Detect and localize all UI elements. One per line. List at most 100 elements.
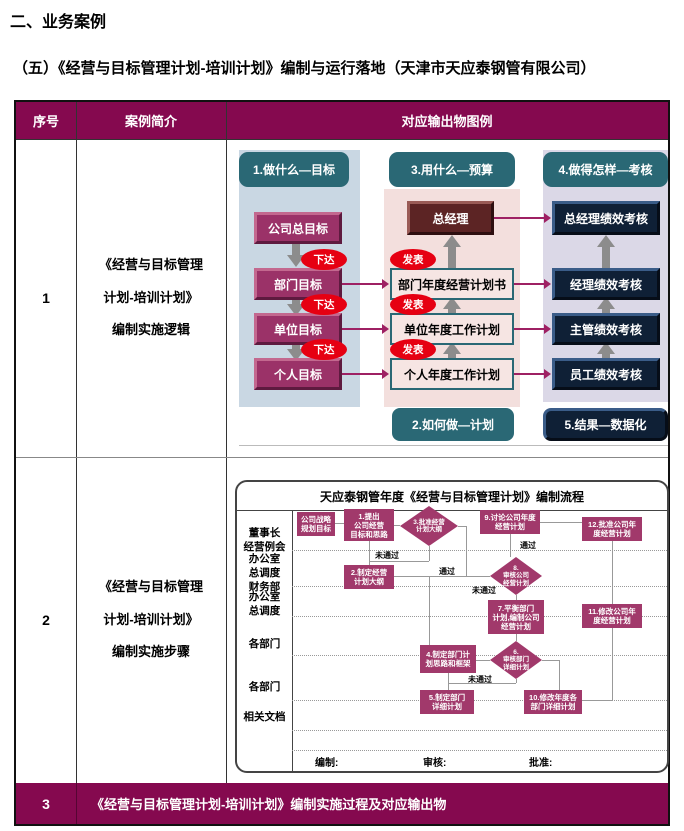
lane-separator [292,550,667,551]
header-assess: 4.做得怎样—考核 [543,152,668,187]
grid-hline [16,457,668,458]
gm-box: 总经理 [407,201,494,235]
lane-label-office: 办公室 总调度 [248,591,281,618]
page-title: 二、业务案例 [10,14,107,31]
up-arrow-icon [597,235,615,247]
row1-no: 1 [42,290,50,306]
header-budget: 3.用什么—预算 [389,152,515,187]
fail-label: 未通过 [468,675,492,684]
plan-box-person: 个人年度工作计划 [390,358,514,390]
node-step9: 9.讨论公司年度 经营计划 [480,510,540,534]
flow-arrow-icon [514,324,551,334]
lane-column-border [292,510,293,771]
row3-divider [76,783,77,824]
title-divider [237,510,667,511]
connector-line [448,673,449,690]
lane-separator [292,700,667,701]
plan-box-unit: 单位年度工作计划 [390,313,514,345]
connector-line [369,561,429,562]
footer-prepare: 编制: [315,758,339,769]
lane-label-documents: 相关文档 [243,711,286,723]
assess-box-manager: 经理绩效考核 [552,268,660,300]
publish-badge: 发表 [390,339,436,360]
connector-line [429,576,430,645]
node-step3-decision: 3.批准经营 计划大纲 [400,506,458,546]
lane-label-departments2: 各部门 [248,681,281,693]
lane-separator [292,586,667,587]
flowchart-container: 天应泰钢管年度《经营与目标管理计划》编制流程 董事长 经营例会 办公室 总调度 … [235,480,669,773]
lane-separator [292,655,667,656]
assess-box-gm: 总经理绩效考核 [552,201,660,235]
connector-line [369,541,370,565]
table-header-bg [16,102,668,139]
footer-result: 5.结果—数据化 [543,408,668,441]
row3-bg [16,783,668,824]
up-arrow-icon [448,246,456,268]
deliver-badge: 下达 [301,294,347,315]
node-step2: 2.制定经营 计划大纲 [344,565,394,589]
connector-line [516,595,517,600]
divider-line [239,445,668,446]
grid-hline [16,139,668,140]
connector-line [559,660,560,690]
flow-arrow-icon [342,369,389,379]
flow-arrow-icon [342,279,389,289]
up-arrow-icon [448,353,456,361]
row3-no: 3 [42,795,50,812]
connector-line [516,634,517,641]
lane-separator [292,616,667,617]
row3-title: 《经营与目标管理计划-培训计划》编制实施过程及对应输出物 [91,797,447,812]
connector-line [476,660,490,661]
connector-line [335,523,344,524]
grid-vline [226,102,227,783]
connector-line [394,576,490,577]
col-header-brief: 案例简介 [124,114,177,129]
down-arrow-icon [292,341,300,350]
connector-line [394,525,400,526]
down-arrow-icon [292,244,300,256]
node-step11: 11.修改公司年 度经营计划 [582,604,642,628]
flow-arrow-icon [342,324,389,334]
node-step4: 4.制定部门计 划思路和框架 [420,645,476,673]
up-arrow-icon [602,308,610,316]
pass-label: 通过 [520,541,536,550]
diagram-process-flowchart: 天应泰钢管年度《经营与目标管理计划》编制流程 董事长 经营例会 办公室 总调度 … [226,457,669,783]
lane-separator [292,730,667,731]
connector-line [429,546,430,561]
assess-box-staff: 员工绩效考核 [552,358,660,390]
goal-box-company: 公司总目标 [254,212,342,244]
connector-line [612,628,613,700]
up-arrow-icon [443,342,461,354]
section-title: （五）《经营与目标管理计划-培训计划》编制与运行落地（天津市天应泰钢管有限公司） [13,60,596,77]
node-step10: 10.修改年度各 部门详细计划 [524,690,582,714]
down-arrow-icon [287,255,305,267]
lane-label-office-finance: 办公室 总调度 财务部 [248,553,281,594]
assess-box-supervisor: 主管绩效考核 [552,313,660,345]
deliver-badge: 下达 [301,339,347,360]
connector-line [516,679,517,683]
flow-arrow-icon [514,279,551,289]
connector-line [466,526,467,576]
connector-line [542,660,559,661]
node-strategy: 公司战略 规划目标 [297,512,335,536]
up-arrow-icon [597,342,615,354]
pass-label: 通过 [439,567,455,576]
goal-box-unit: 单位目标 [254,313,342,345]
row2-no: 2 [42,612,50,628]
node-step5: 5.制定部门 详细计划 [420,690,474,714]
node-step7: 7.平衡部门 计划,编制公司 经营计划 [488,600,544,634]
publish-badge: 发表 [390,294,436,315]
up-arrow-icon [443,235,461,247]
flowchart-title: 天应泰钢管年度《经营与目标管理计划》编制流程 [319,489,584,504]
goal-box-person: 个人目标 [254,358,342,390]
col-header-output: 对应输出物图例 [401,114,493,129]
fail-label: 未通过 [472,586,496,595]
footer-plan: 2.如何做—计划 [392,408,514,441]
footer-approve: 批准: [529,758,553,769]
deliver-badge: 下达 [301,249,347,270]
up-arrow-icon [602,246,610,268]
connector-line [582,700,612,701]
lane-label-board: 董事长 经营例会 [243,527,286,554]
diagram-goal-plan-assessment: 1.做什么—目标 3.用什么—预算 4.做得怎样—考核 公司总目标 部门目标 单… [226,139,668,457]
